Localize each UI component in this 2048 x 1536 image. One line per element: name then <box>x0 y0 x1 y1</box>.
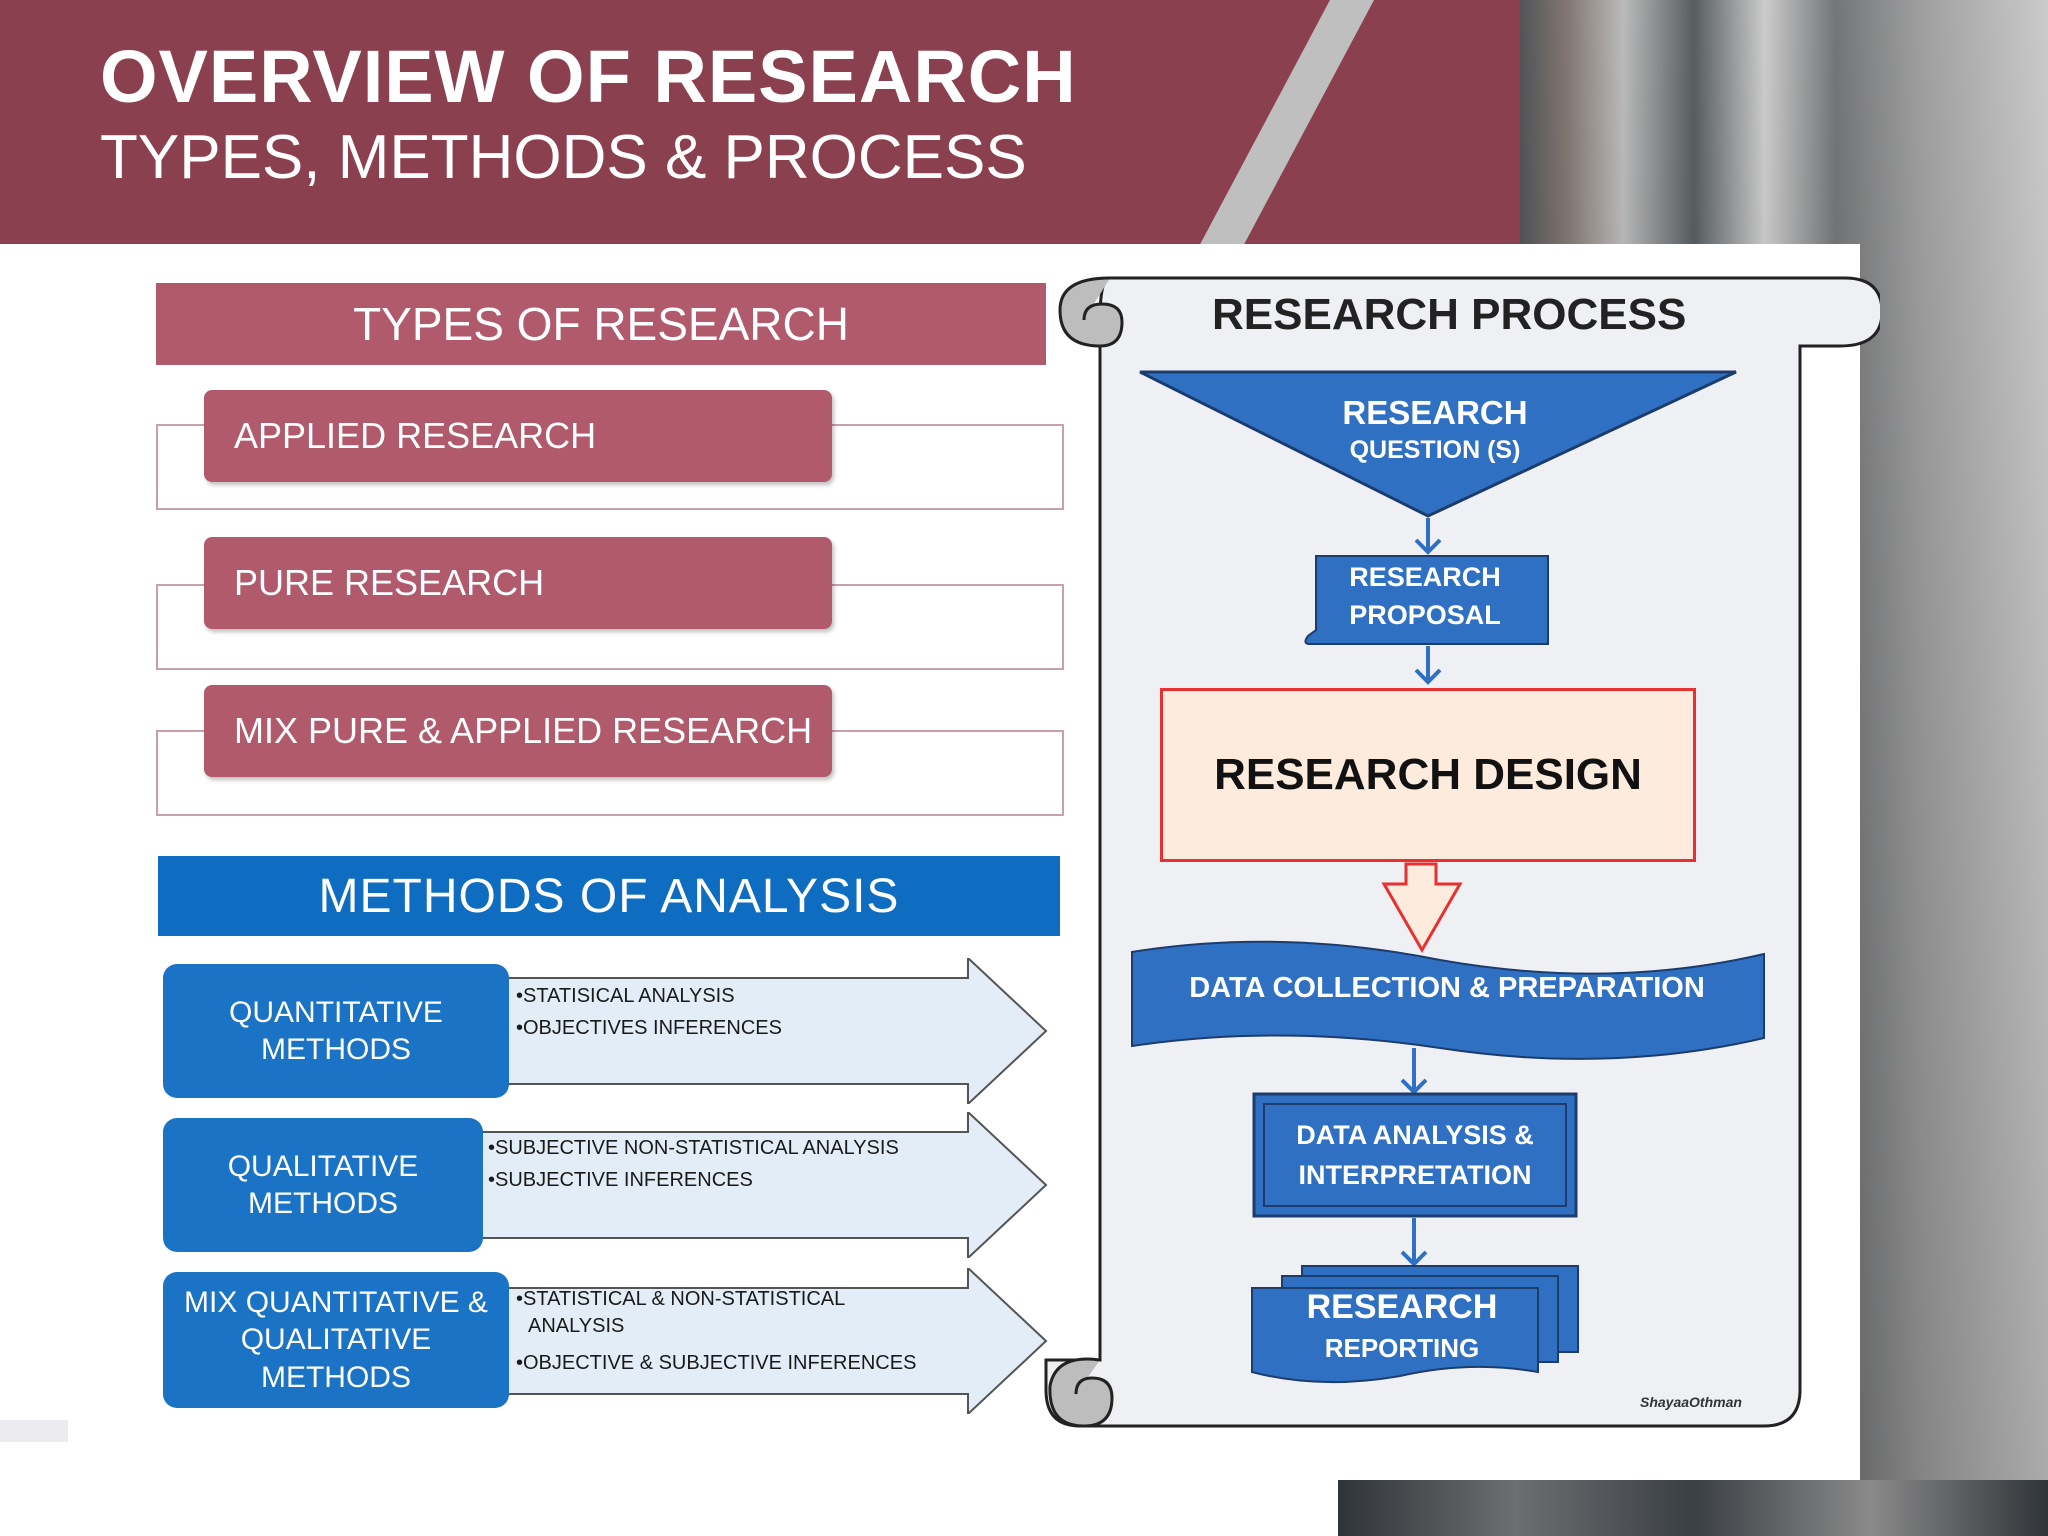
method-quantitative-bullets: •STATISICAL ANALYSIS •OBJECTIVES INFEREN… <box>516 980 782 1044</box>
process-research-question: RESEARCH QUESTION (S) <box>1330 394 1540 465</box>
bullet: •SUBJECTIVE INFERENCES <box>488 1169 753 1191</box>
types-heading: TYPES OF RESEARCH <box>156 283 1046 365</box>
methods-heading: METHODS OF ANALYSIS <box>158 856 1060 936</box>
reporting-line2: REPORTING <box>1324 1333 1480 1363</box>
method-mix-bullets: •STATISTICAL & NON-STATISTICAL ANALYSIS … <box>516 1286 916 1377</box>
author-signature: ShayaaOthman <box>1640 1394 1742 1410</box>
reporting-line1: RESEARCH <box>1306 1288 1498 1326</box>
decorative-strip <box>1338 1480 2048 1536</box>
bullet: •OBJECTIVES INFERENCES <box>516 1017 782 1039</box>
method-qualitative-line1: QUALITATIVE <box>227 1149 419 1183</box>
type-applied: APPLIED RESEARCH <box>204 390 832 482</box>
method-arrow-qualitative <box>460 1112 1048 1258</box>
method-quantitative-line2: METHODS <box>261 1033 411 1066</box>
method-arrow-mix <box>490 1268 1048 1414</box>
process-research-reporting: RESEARCH REPORTING <box>1252 1288 1552 1364</box>
process-data-analysis: DATA ANALYSIS & INTERPRETATION <box>1256 1096 1574 1214</box>
bullet: •STATISTICAL & NON-STATISTICAL <box>516 1288 846 1310</box>
process-title: RESEARCH PROCESS <box>1212 290 1687 339</box>
method-mix-line1: MIX QUANTITATIVE & <box>184 1285 488 1319</box>
method-quantitative: QUANTITATIVE METHODS <box>163 964 509 1098</box>
method-qualitative: QUALITATIVE METHODS <box>163 1118 483 1252</box>
method-arrow-quantitative <box>480 958 1048 1104</box>
page-title: OVERVIEW OF RESEARCH <box>100 35 1077 118</box>
decorative-bar <box>0 1420 68 1442</box>
proposal-line1: RESEARCH <box>1349 562 1501 592</box>
method-qualitative-line2: METHODS <box>248 1187 398 1220</box>
analysis-line1: DATA ANALYSIS & <box>1296 1120 1534 1150</box>
bullet: •SUBJECTIVE NON-STATISTICAL ANALYSIS <box>488 1137 899 1159</box>
proposal-line2: PROPOSAL <box>1349 600 1501 630</box>
bullet: ANALYSIS <box>528 1315 625 1337</box>
bullet: •OBJECTIVE & SUBJECTIVE INFERENCES <box>516 1352 917 1374</box>
page-subtitle: TYPES, METHODS & PROCESS <box>100 123 1027 192</box>
analysis-line2: INTERPRETATION <box>1298 1160 1532 1190</box>
question-line2: QUESTION (S) <box>1349 436 1521 464</box>
process-research-proposal: RESEARCH PROPOSAL <box>1316 558 1534 646</box>
method-quantitative-line1: QUANTITATIVE <box>229 995 443 1029</box>
method-mix-line2: QUALITATIVE <box>240 1323 432 1357</box>
type-mix: MIX PURE & APPLIED RESEARCH <box>204 685 832 777</box>
method-mix-line3: METHODS <box>260 1360 411 1394</box>
type-pure: PURE RESEARCH <box>204 537 832 629</box>
process-data-collection: DATA COLLECTION & PREPARATION <box>1189 972 1705 1004</box>
question-line1: RESEARCH <box>1342 394 1528 431</box>
process-research-design: RESEARCH DESIGN <box>1160 688 1696 862</box>
bullet: •STATISICAL ANALYSIS <box>516 985 735 1007</box>
method-qualitative-bullets: •SUBJECTIVE NON-STATISTICAL ANALYSIS •SU… <box>488 1132 899 1196</box>
